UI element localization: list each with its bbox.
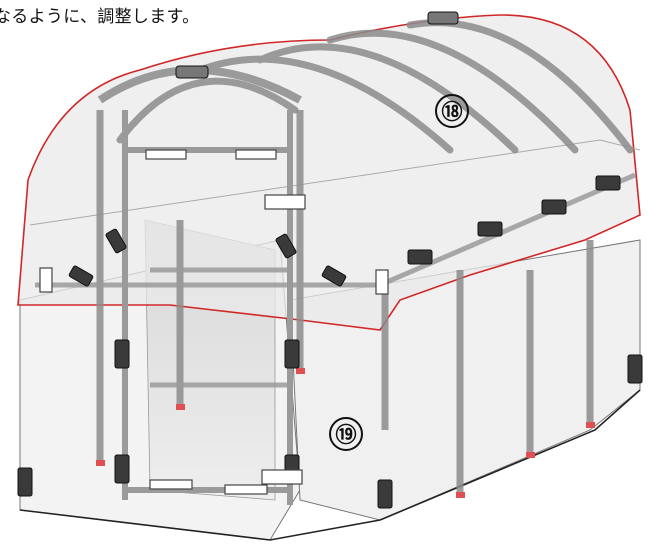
callout-roof: ⑱ [435, 94, 469, 128]
callout-roof-label: ⑱ [442, 100, 463, 124]
frame-rails [35, 172, 636, 388]
frame-clips [17, 11, 643, 509]
frame-brackets [39, 149, 389, 495]
callout-side-label: ⑲ [336, 423, 357, 447]
frame-posts [96, 110, 594, 495]
post-feet [96, 368, 595, 498]
instruction-text: なるように、調整します。 [0, 7, 200, 27]
callout-side: ⑲ [329, 417, 363, 451]
